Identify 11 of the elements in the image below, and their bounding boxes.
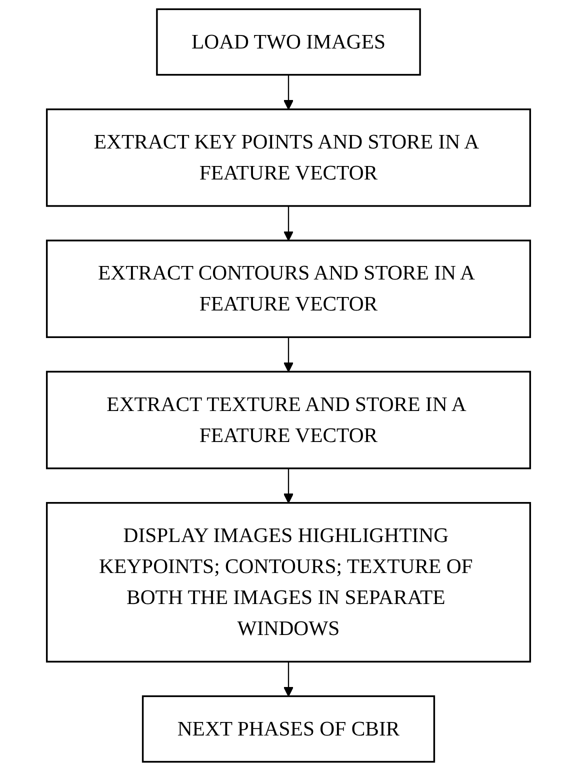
arrow [283,468,294,504]
node-box [46,108,532,207]
node-box [156,8,421,76]
arrow [283,337,294,372]
node-box [46,240,532,338]
arrow [283,662,294,697]
node-box [142,695,436,763]
arrow [283,206,294,241]
node-box [46,370,532,470]
node-box [46,502,532,663]
arrow [283,74,294,110]
